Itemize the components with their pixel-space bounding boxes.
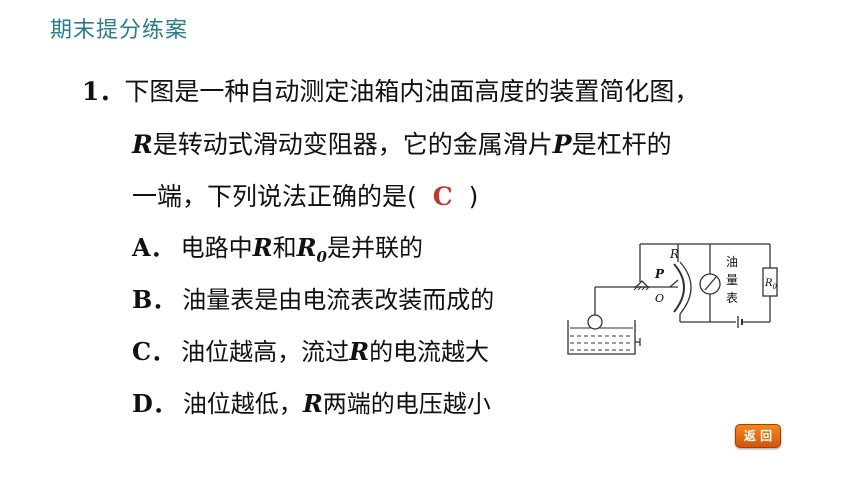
question-line-2: R是转动式滑动变阻器，它的金属滑片P是杠杆的: [132, 125, 672, 161]
float-ball: [587, 314, 603, 330]
meter-label-3: 表: [726, 291, 738, 305]
option-letter: D．: [132, 389, 177, 418]
question-text-3b: ): [468, 182, 479, 211]
question-text-2b: 是杠杆的: [571, 130, 672, 159]
label-R: R: [669, 247, 679, 261]
option-letter: C．: [132, 337, 176, 366]
question-text-1: 下图是一种自动测定油箱内油面高度的装置简化图，: [124, 77, 700, 106]
pivot-support: [635, 280, 649, 288]
option-text: 油量表是由电流表改装而成的: [182, 286, 495, 314]
option-text: 和: [272, 234, 297, 262]
option-a: A．电路中R和R0是并联的: [132, 228, 423, 266]
circuit-diagram: R P O 油 量 表 R0: [567, 243, 778, 355]
question-number: 1．: [82, 77, 125, 106]
question-line-1: 1．下图是一种自动测定油箱内油面高度的装置简化图，: [82, 72, 699, 108]
option-text: 的电流越大: [369, 338, 490, 366]
var-R: R: [132, 130, 153, 159]
subscript-0: 0: [316, 247, 327, 266]
slider-arm: [669, 279, 679, 288]
label-P: P: [654, 267, 665, 281]
var-R0: R: [296, 233, 317, 262]
back-button[interactable]: 返 回: [735, 424, 781, 448]
option-text: 油位越高，流过: [181, 338, 350, 366]
var-R: R: [252, 233, 273, 262]
header-title: 期末提分练案: [50, 18, 189, 43]
meter-label-1: 油: [726, 255, 738, 269]
option-text: 两端的电压越小: [322, 390, 491, 418]
option-c: C．油位越高，流过R的电流越大: [132, 332, 489, 367]
oil-tank: [567, 320, 636, 355]
option-letter: A．: [132, 233, 175, 262]
option-d: D．油位越低，R两端的电压越小: [132, 384, 491, 419]
question-text-3a: 一端，下列说法正确的是(: [132, 182, 417, 211]
question-text-2a: 是转动式滑动变阻器，它的金属滑片: [152, 130, 553, 159]
question-line-3: 一端，下列说法正确的是( C): [132, 177, 478, 213]
answer-text: C: [432, 182, 453, 211]
option-text: 是并联的: [326, 234, 423, 262]
option-text: 电路中: [180, 234, 253, 262]
resistor-R: [673, 263, 685, 313]
meter-label-2: 量: [726, 273, 738, 287]
var-R: R: [349, 337, 370, 366]
option-letter: B．: [132, 285, 177, 314]
option-b: B．油量表是由电流表改装而成的: [132, 280, 494, 315]
option-text: 油位越低，: [182, 390, 303, 418]
var-R: R: [302, 389, 323, 418]
label-R0: R0: [764, 278, 778, 291]
oil-surface: [570, 327, 633, 351]
label-O: O: [655, 292, 664, 305]
var-P: P: [552, 130, 572, 159]
